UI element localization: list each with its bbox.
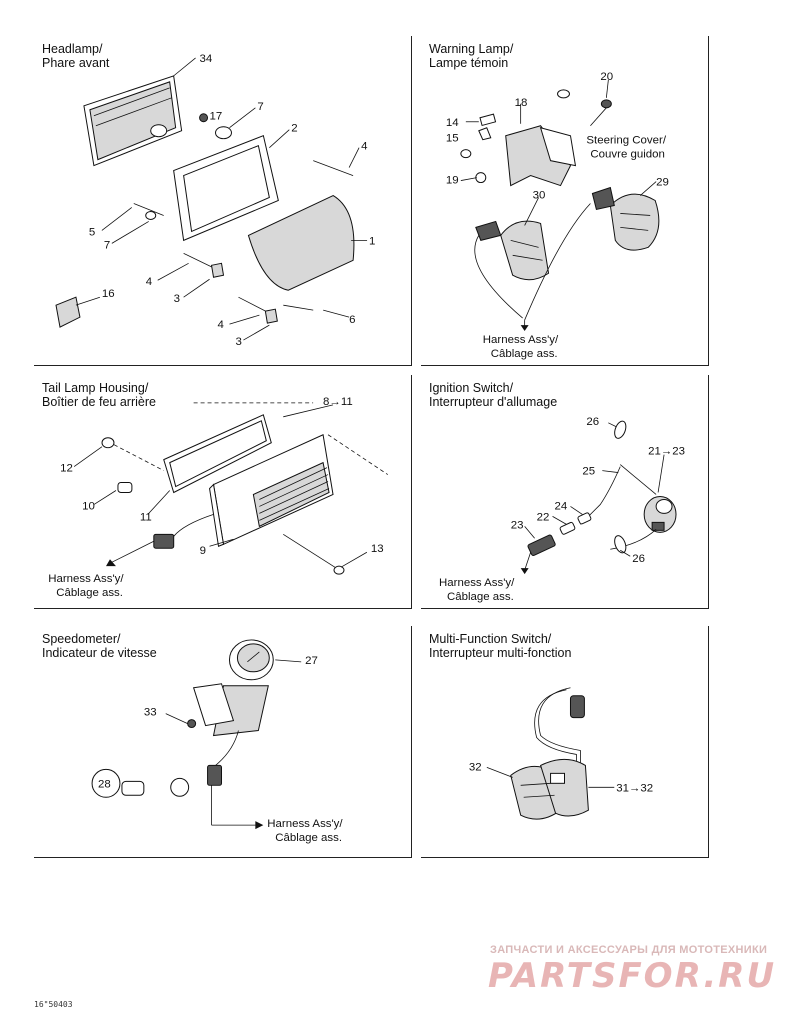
ignition-switch-illustration: 26 21→23 25 24 22 23 26 Harness Ass'y/ C… — [439, 416, 685, 603]
title-en: Tail Lamp Housing/ — [42, 381, 149, 395]
headlamp-illustration: 34 17 7 2 4 5 7 1 4 3 16 4 3 6 — [55, 53, 375, 348]
panel-multi-function-switch: Multi-Function Switch/ Interrupteur mult… — [421, 626, 709, 858]
callout-7: 7 — [257, 101, 263, 113]
ignition-switch-body — [643, 495, 677, 533]
title-fr: Lampe témoin — [429, 56, 509, 70]
callout-16: 16 — [102, 288, 115, 300]
callout-20: 20 — [600, 71, 613, 83]
title-en: Speedometer/ — [42, 632, 121, 646]
speedometer-gauge — [212, 639, 274, 737]
headlamp-cover — [247, 194, 355, 291]
title-en: Headlamp/ — [42, 42, 103, 56]
callout-13: 13 — [371, 543, 384, 555]
callout-2: 2 — [291, 123, 297, 135]
warning-lamp-right — [591, 186, 660, 251]
title-en: Warning Lamp/ — [429, 42, 514, 56]
panel-title: Speedometer/ Indicateur de vitesse — [42, 632, 157, 660]
title-fr: Phare avant — [42, 56, 110, 70]
callout-9: 9 — [200, 545, 206, 557]
tail-lamp-illustration: 8→11 12 10 11 9 13 Harness Ass'y/ Câblag… — [48, 396, 389, 599]
callout-14: 14 — [446, 117, 459, 129]
callout-12: 12 — [60, 463, 73, 475]
title-en: Ignition Switch/ — [429, 381, 514, 395]
panel-title: Headlamp/ Phare avant — [42, 42, 109, 70]
callout-22: 22 — [537, 511, 550, 523]
callout-4c: 4 — [218, 319, 225, 331]
harness-label-en: Harness Ass'y/ — [48, 573, 124, 585]
multi-function-switch-illustration: 32 31→32 — [469, 687, 653, 820]
harness-label-fr: Câblage ass. — [56, 587, 123, 599]
callout-33: 33 — [144, 707, 157, 719]
panel-speedometer: Speedometer/ Indicateur de vitesse 27 33… — [34, 626, 412, 858]
callout-25: 25 — [582, 466, 595, 478]
callout-24: 24 — [555, 500, 568, 512]
headlamp-lens — [83, 75, 183, 167]
panel-title: Ignition Switch/ Interrupteur d'allumage — [429, 381, 557, 409]
harness-label-fr: Câblage ass. — [491, 348, 558, 360]
callout-26b: 26 — [632, 553, 645, 565]
harness-label-fr: Câblage ass. — [275, 832, 342, 844]
headlamp-frame — [173, 135, 279, 242]
callout-28: 28 — [98, 778, 111, 790]
callout-3b: 3 — [235, 336, 241, 348]
callout-18: 18 — [515, 97, 528, 109]
harness-label-en: Harness Ass'y/ — [483, 334, 559, 346]
callout-17: 17 — [210, 111, 223, 123]
callout-23: 23 — [511, 519, 524, 531]
callout-8-11: 8→11 — [323, 396, 353, 408]
steering-cover-label-fr: Couvre guidon — [590, 149, 665, 161]
callout-3: 3 — [174, 293, 180, 305]
callout-26: 26 — [586, 416, 599, 428]
callout-27: 27 — [305, 655, 318, 667]
callout-10: 10 — [82, 500, 95, 512]
callout-11: 11 — [140, 511, 152, 523]
warning-lamp-illustration: 20 18 14 15 19 30 29 Steering Cover/ Cou… — [446, 71, 669, 360]
tail-lamp-grille — [259, 467, 330, 521]
warning-lamp-left — [475, 220, 550, 281]
steering-cover-label-en: Steering Cover/ — [586, 135, 666, 147]
callout-32: 32 — [469, 761, 482, 773]
multi-function-switch-body — [510, 758, 589, 820]
callout-7b: 7 — [104, 239, 110, 251]
figure-code: 16"50403 — [34, 1000, 73, 1009]
panel-headlamp: Headlamp/ Phare avant — [34, 36, 412, 366]
title-en: Multi-Function Switch/ — [429, 632, 552, 646]
title-fr: Boîtier de feu arrière — [42, 395, 156, 409]
speedometer-illustration: 27 33 28 Harness Ass'y/ Câblage ass. — [91, 639, 343, 844]
callout-21-23: 21→23 — [648, 446, 685, 458]
title-fr: Interrupteur d'allumage — [429, 395, 558, 409]
callout-4b: 4 — [146, 276, 153, 288]
callout-5: 5 — [89, 226, 95, 238]
callout-31-32: 31→32 — [616, 782, 653, 794]
panel-title: Warning Lamp/ Lampe témoin — [429, 42, 513, 70]
harness-label-en: Harness Ass'y/ — [267, 818, 343, 830]
panel-ignition-switch: Ignition Switch/ Interrupteur d'allumage — [421, 375, 709, 609]
title-fr: Indicateur de vitesse — [42, 646, 157, 660]
harness-label-fr: Câblage ass. — [447, 591, 514, 603]
harness-label-en: Harness Ass'y/ — [439, 577, 515, 589]
callout-4: 4 — [361, 141, 368, 153]
panel-title: Tail Lamp Housing/ Boîtier de feu arrièr… — [42, 381, 156, 409]
callout-15: 15 — [446, 133, 459, 145]
panel-title: Multi-Function Switch/ Interrupteur mult… — [429, 632, 571, 660]
callout-19: 19 — [446, 175, 459, 187]
watermark-logo: PARTSFOR.RU — [488, 956, 777, 996]
callout-29: 29 — [656, 177, 669, 189]
callout-30: 30 — [533, 190, 546, 202]
watermark-tagline: ЗАПЧАСТИ И АКСЕССУАРЫ ДЛЯ МОТОТЕХНИКИ — [490, 944, 768, 956]
callout-6: 6 — [349, 314, 355, 326]
panel-warning-lamp: Warning Lamp/ Lampe témoin — [421, 36, 709, 366]
panel-tail-lamp: Tail Lamp Housing/ Boîtier de feu arrièr… — [34, 375, 412, 609]
callout-1: 1 — [369, 235, 375, 247]
title-fr: Interrupteur multi-fonction — [429, 646, 572, 660]
callout-34: 34 — [200, 53, 213, 65]
